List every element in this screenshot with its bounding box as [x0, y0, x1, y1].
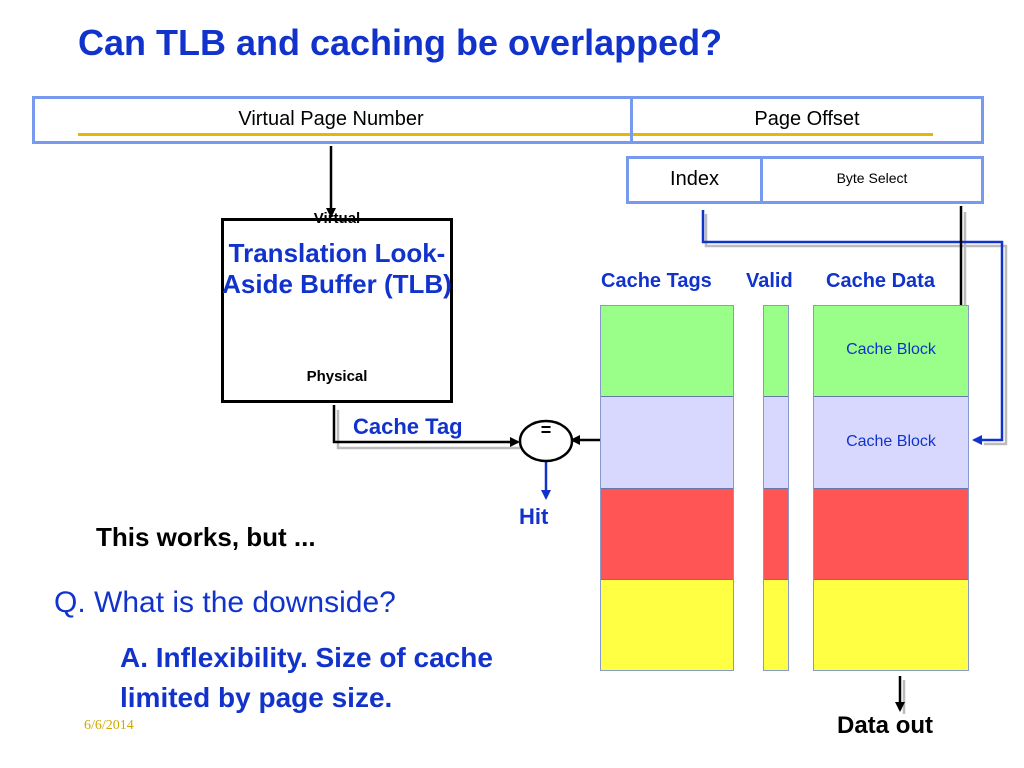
- valid-row: [764, 489, 788, 580]
- data-row: [814, 489, 968, 580]
- data-out-label: Data out: [837, 712, 933, 739]
- comparator-label: =: [540, 420, 552, 440]
- slide-title: Can TLB and caching be overlapped?: [78, 22, 723, 63]
- tlb-virtual-label: Virtual: [313, 210, 361, 227]
- tlb-physical-label: Physical: [306, 368, 368, 385]
- cache-tag-label: Cache Tag: [353, 414, 463, 439]
- tlb-name: Translation Look-Aside Buffer (TLB): [222, 238, 452, 299]
- cache-tags-header: Cache Tags: [601, 270, 712, 292]
- cache-block-label: Cache Block: [846, 341, 936, 358]
- address-divider: [630, 96, 633, 144]
- data-row: [814, 397, 968, 489]
- vpn-underline: [78, 133, 630, 136]
- valid-row: [764, 306, 788, 397]
- valid-header: Valid: [746, 270, 793, 292]
- tag-row: [601, 489, 733, 580]
- index-label: Index: [670, 168, 719, 190]
- cache-data-header: Cache Data: [826, 270, 935, 292]
- data-row: [814, 306, 968, 397]
- cache-tags-column: [600, 305, 734, 671]
- works-text: This works, but ...: [96, 522, 316, 552]
- page-offset-label: Page Offset: [754, 108, 860, 130]
- valid-column: [763, 305, 789, 671]
- vpn-label: Virtual Page Number: [238, 108, 424, 130]
- tag-row: [601, 306, 733, 397]
- question-text: Q. What is the downside?: [54, 586, 396, 619]
- answer-line-1: A. Inflexibility. Size of cache: [120, 642, 493, 673]
- answer-line-2: limited by page size.: [120, 682, 393, 713]
- valid-row: [764, 397, 788, 489]
- tlb-box: [221, 218, 453, 403]
- footer-date: 6/6/2014: [84, 718, 134, 733]
- data-row: [814, 580, 968, 670]
- tag-row: [601, 580, 733, 670]
- index-divider: [760, 156, 763, 204]
- valid-row: [764, 580, 788, 670]
- index-byte-select-box: [626, 156, 984, 204]
- offset-underline: [633, 133, 933, 136]
- tag-row: [601, 397, 733, 489]
- cache-data-column: [813, 305, 969, 671]
- byte-select-label: Byte Select: [836, 170, 908, 186]
- hit-label: Hit: [519, 504, 549, 529]
- cache-block-label: Cache Block: [846, 433, 936, 450]
- virtual-address-bar: [32, 96, 984, 144]
